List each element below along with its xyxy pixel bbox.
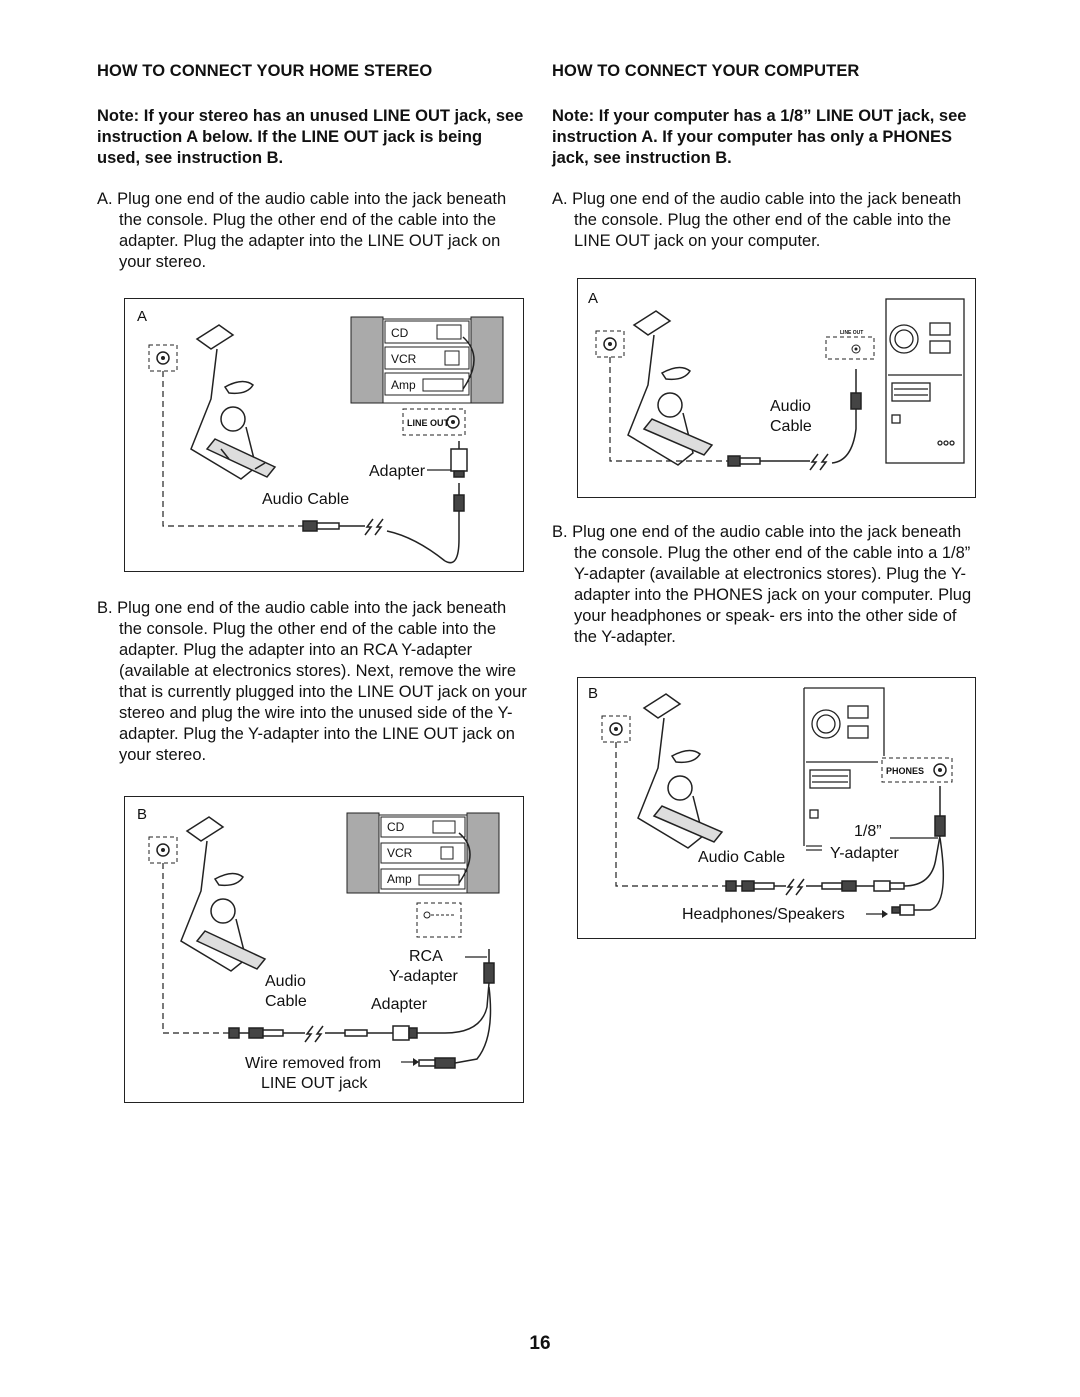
computer-section: HOW TO CONNECT YOUR COMPUTER Note: If yo… xyxy=(552,62,982,252)
figure-letter: A xyxy=(588,290,598,307)
line-out-label: LINE OUT xyxy=(840,330,863,336)
audio-label: Audio xyxy=(265,973,306,990)
computer-step-a: A. Plug one end of the audio cable into … xyxy=(552,190,962,250)
page-number: 16 xyxy=(529,1333,551,1354)
stereo-figure-a: A xyxy=(124,298,524,572)
cd-label: CD xyxy=(391,326,409,340)
audio-cable-label: Audio Cable xyxy=(698,849,785,866)
rca-y-adapter-icon xyxy=(418,949,495,1069)
exercise-bike-icon xyxy=(627,310,714,466)
adapter-icon xyxy=(450,441,468,478)
line-out-jack-icon xyxy=(825,336,875,360)
computer-figure-b: B xyxy=(577,677,976,939)
y-adapter-icon xyxy=(873,786,946,916)
headphones-speakers-label: Headphones/Speakers xyxy=(682,906,845,923)
vcr-label: VCR xyxy=(387,846,413,860)
line-out-label: LINE OUT xyxy=(407,418,450,428)
phones-jack-icon xyxy=(881,757,953,783)
exercise-bike-icon xyxy=(637,693,724,849)
cable-label: Cable xyxy=(265,993,307,1010)
console-jack-icon xyxy=(148,836,178,864)
console-jack-icon xyxy=(148,344,178,372)
stereo-heading: HOW TO CONNECT YOUR HOME STEREO xyxy=(97,62,433,80)
exercise-bike-icon xyxy=(190,324,277,480)
computer-tower-icon xyxy=(803,687,885,846)
stereo-step-b: B. Plug one end of the audio cable into … xyxy=(97,599,527,764)
audio-label: Audio xyxy=(770,398,811,415)
figure-letter: B xyxy=(588,685,598,702)
y-adapter-label: Y-adapter xyxy=(389,968,458,985)
stereo-figure-a-drawing: A xyxy=(137,308,504,564)
audio-cable-icon xyxy=(302,483,465,564)
audio-cable-icon xyxy=(228,1025,393,1043)
computer-figure-b-drawing: B xyxy=(588,685,953,923)
adapter-label: Adapter xyxy=(369,463,426,480)
console-jack-icon xyxy=(595,330,625,358)
stereo-section: HOW TO CONNECT YOUR HOME STEREO Note: If… xyxy=(97,62,527,273)
stereo-note: Note: If your stereo has an unused LINE … xyxy=(97,107,524,167)
stereo-figure-b: B xyxy=(124,796,524,1103)
figure-letter: B xyxy=(137,806,147,823)
cable-label: Cable xyxy=(770,418,812,435)
amp-label: Amp xyxy=(387,872,412,886)
vcr-label: VCR xyxy=(391,352,417,366)
stereo-step-b-block: B. Plug one end of the audio cable into … xyxy=(97,598,527,766)
computer-figure-a: A Audio Cable LIN xyxy=(577,278,976,498)
exercise-bike-icon xyxy=(180,816,267,972)
computer-tower-icon xyxy=(885,298,965,464)
rca-label: RCA xyxy=(409,948,443,965)
stereo-figure-b-drawing: B xyxy=(137,806,500,1092)
cd-label: CD xyxy=(387,820,405,834)
stereo-unit-icon xyxy=(350,316,504,404)
stereo-step-a: A. Plug one end of the audio cable into … xyxy=(97,190,507,271)
phones-label: PHONES xyxy=(886,766,924,776)
console-jack-icon xyxy=(601,715,631,743)
computer-note: Note: If your computer has a 1/8” LINE O… xyxy=(552,107,967,167)
adapter-icon xyxy=(392,1025,445,1041)
computer-step-b: B. Plug one end of the audio cable into … xyxy=(552,523,972,646)
line-out-jack-icon xyxy=(416,902,462,938)
amp-label: Amp xyxy=(391,378,416,392)
adapter-label: Adapter xyxy=(371,996,428,1013)
computer-step-b-block: B. Plug one end of the audio cable into … xyxy=(552,522,982,648)
audio-cable-icon xyxy=(725,878,874,896)
line-out-jack-icon xyxy=(402,408,466,436)
line-out-jack-label: LINE OUT jack xyxy=(261,1075,368,1092)
audio-cable-label: Audio Cable xyxy=(262,491,349,508)
wire-removed-label: Wire removed from xyxy=(245,1055,381,1072)
computer-figure-a-drawing: A Audio Cable LIN xyxy=(588,290,965,471)
computer-heading: HOW TO CONNECT YOUR COMPUTER xyxy=(552,62,860,80)
y-adapter-label: Y-adapter xyxy=(830,845,899,862)
audio-cable-icon xyxy=(727,369,862,471)
stereo-unit-icon xyxy=(346,812,500,894)
eighth-inch-label: 1/8” xyxy=(854,823,882,840)
figure-letter: A xyxy=(137,308,147,325)
